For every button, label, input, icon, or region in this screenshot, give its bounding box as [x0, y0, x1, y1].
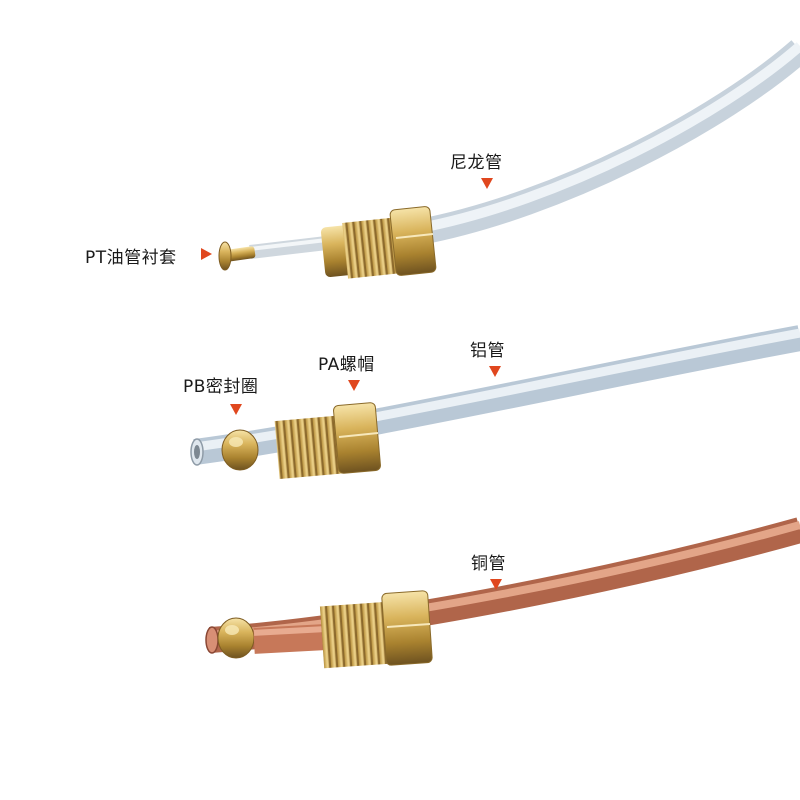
- aluminum-tube: [193, 325, 800, 465]
- copper-tube-end: [205, 626, 219, 654]
- nylon-tube-highlight: [419, 42, 800, 233]
- aluminum-tube-assembly: [190, 325, 800, 479]
- nylon-tube: [417, 40, 800, 245]
- label-copper-tube: 铜管: [471, 554, 506, 574]
- label-pb-seal: PB密封圈: [183, 377, 259, 397]
- copper-tube-assembly: [205, 517, 800, 669]
- arrow-pt-liner-icon: [201, 248, 212, 260]
- label-pt-liner: PT油管衬套: [85, 248, 177, 268]
- arrow-aluminum-tube-icon: [489, 366, 501, 377]
- label-nylon-tube: 尼龙管: [450, 153, 503, 173]
- arrow-copper-tube-icon: [490, 579, 502, 590]
- arrow-nylon-tube-icon: [481, 178, 493, 189]
- arrow-pa-nut-icon: [348, 380, 360, 391]
- copper-tube-nut: [319, 590, 433, 669]
- nylon-tube-inner-liner: [249, 235, 336, 259]
- pt-oil-pipe-liner: [218, 241, 256, 271]
- label-aluminum-tube: 铝管: [470, 341, 505, 361]
- pa-nut: [274, 402, 381, 479]
- label-pa-nut: PA螺帽: [318, 355, 375, 375]
- copper-tube-ferrule: [217, 617, 255, 659]
- pb-seal-ring: [221, 429, 259, 471]
- arrow-pb-seal-icon: [230, 404, 242, 415]
- nylon-tube-assembly: [218, 40, 800, 279]
- nylon-tube-nut: [320, 206, 437, 279]
